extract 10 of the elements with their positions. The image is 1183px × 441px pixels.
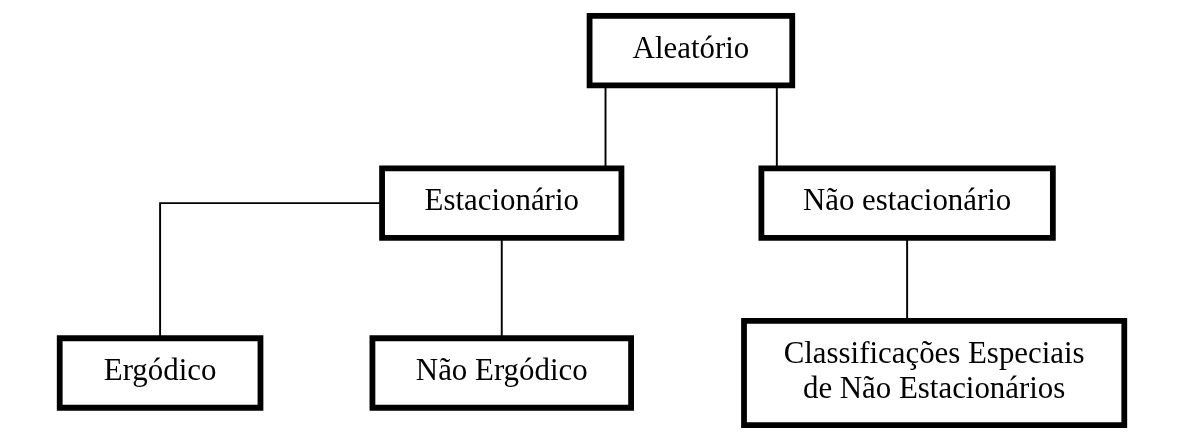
node-box: Classificações Especiais de Não Estacionários [740, 318, 1127, 428]
connector [500, 237, 503, 339]
node-box: Não Ergódico [369, 335, 634, 411]
node-box: Não estacionário [758, 165, 1056, 241]
connector [158, 202, 382, 339]
node-box: Aleatório [586, 13, 795, 89]
connector [604, 85, 606, 169]
node-box: Ergódico [56, 335, 263, 411]
connector [775, 85, 778, 169]
node-box: Estacionário [378, 165, 624, 241]
